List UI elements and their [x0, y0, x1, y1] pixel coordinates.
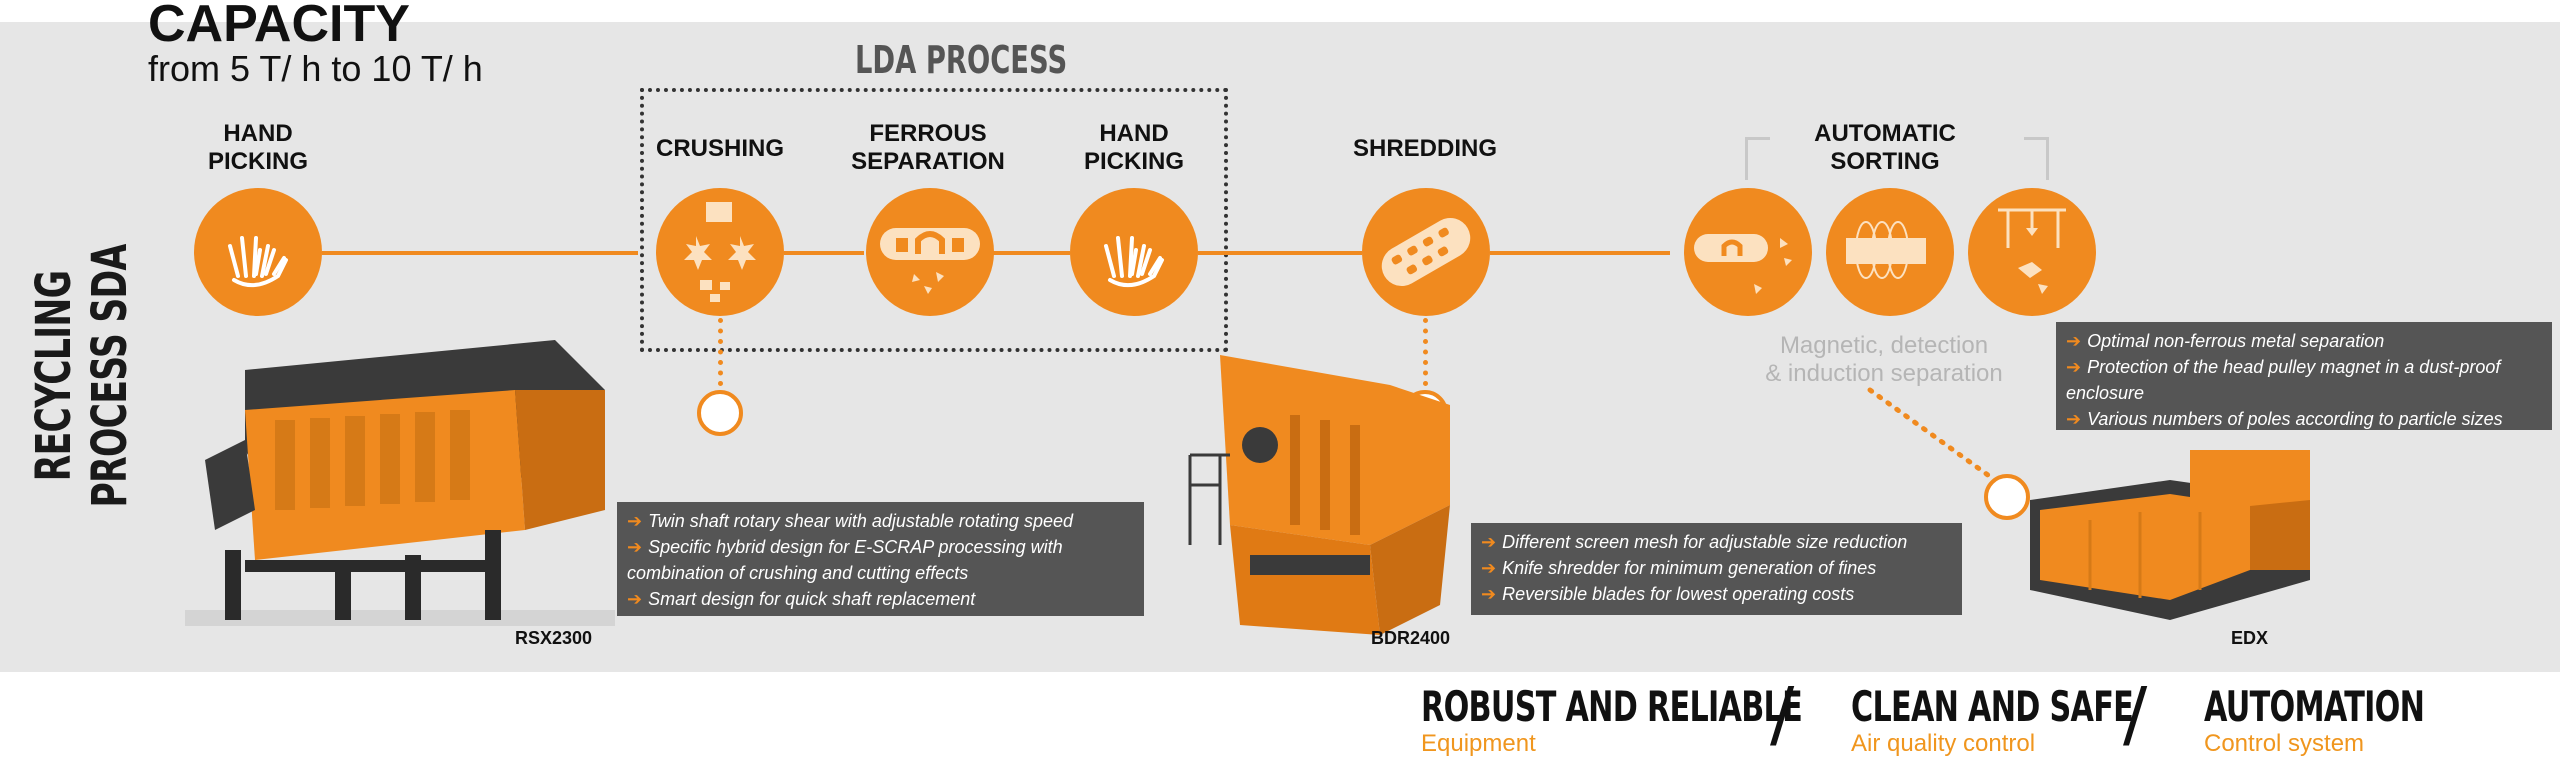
step-circle-hand-picking-2 [1070, 188, 1198, 316]
tagline-subtitle-control: Control system [2204, 730, 2365, 757]
pointer-dots-crushing [718, 318, 723, 386]
detection-icon [1846, 221, 1926, 279]
arrow-icon: ➔ [1481, 584, 1497, 604]
step-circle-sorting-magnetic [1684, 188, 1812, 316]
step-circle-sorting-induction [1968, 188, 2096, 316]
pointer-circle-rsx [697, 390, 743, 436]
arrow-icon: ➔ [627, 537, 643, 557]
induction-icon [1998, 208, 2066, 294]
step-label-ferrous-separation: FERROUS SEPARATION [851, 120, 1005, 175]
feature-item: ➔Smart design for quick shaft replacemen… [627, 589, 976, 609]
shredder-icon [1381, 218, 1471, 286]
feature-item: ➔Various numbers of poles according to p… [2066, 409, 2503, 429]
tagline-title-automation: AUTOMATION [2204, 682, 2425, 731]
tagline-title-clean: CLEAN AND SAFE [1851, 682, 2134, 731]
rsx2300-feature-box: ➔Twin shaft rotary shear with adjustable… [617, 502, 1144, 616]
step-label-hand-picking: HAND PICKING [207, 120, 308, 175]
connector-line [1198, 251, 1362, 255]
edx-machine-image [2030, 450, 2310, 620]
rsx2300-machine-image [185, 340, 615, 626]
tagline-separator: / [1770, 672, 1795, 756]
connector-line [784, 251, 864, 255]
bdr2400-feature-box: ➔Different screen mesh for adjustable si… [1471, 523, 1962, 615]
sorting-bracket-left [1745, 137, 1770, 180]
step-circle-hand-picking [194, 188, 322, 316]
lda-process-box [640, 88, 1228, 352]
magnet-icon [880, 228, 980, 294]
connector-line [1490, 251, 1670, 255]
arrow-icon: ➔ [2066, 331, 2082, 351]
magnet-pulley-icon [1694, 234, 1792, 294]
feature-item: ➔Twin shaft rotary shear with adjustable… [627, 511, 1073, 531]
feature-item: ➔Reversible blades for lowest operating … [1481, 584, 1855, 604]
step-label-shredding: SHREDDING [1352, 135, 1497, 162]
pointer-dots-sorting [1867, 387, 1995, 481]
arrow-icon: ➔ [627, 511, 643, 531]
arrow-icon: ➔ [1481, 532, 1497, 552]
feature-item: ➔Knife shredder for minimum generation o… [1481, 558, 1877, 578]
machine-label-edx: EDX [2231, 628, 2269, 648]
capacity-subtitle: from 5 T/ h to 10 T/ h [148, 48, 483, 89]
lda-process-title: LDA PROCESS [855, 38, 1068, 82]
tagline-title-robust: ROBUST AND RELIABLE [1421, 682, 1803, 731]
machine-label-bdr2400: BDR2400 [1371, 628, 1451, 648]
feature-item: ➔Optimal non-ferrous metal separation [2066, 331, 2385, 351]
capacity-title: CAPACITY [148, 0, 410, 53]
arrow-icon: ➔ [2066, 357, 2082, 377]
arrow-icon: ➔ [1481, 558, 1497, 578]
connector-line [992, 251, 1070, 255]
feature-item: ➔Specific hybrid design for E-SCRAP proc… [627, 537, 1063, 583]
arrow-icon: ➔ [627, 589, 643, 609]
arrow-icon: ➔ [2066, 409, 2082, 429]
connector-line [322, 251, 638, 255]
machine-label-rsx2300: RSX2300 [515, 628, 593, 648]
tagline-separator: / [2123, 672, 2148, 756]
step-label-automatic-sorting: AUTOMATIC SORTING [1814, 120, 1956, 175]
sorting-bracket-right [2024, 137, 2049, 180]
step-circle-shredding [1362, 188, 1490, 316]
separation-text: Magnetic, detection & induction separati… [1765, 332, 2003, 387]
hand-icon [1104, 236, 1164, 288]
step-circle-sorting-detection [1826, 188, 1954, 316]
step-label-crushing: CRUSHING [655, 135, 784, 162]
pointer-circle-edx [1984, 474, 2030, 520]
tagline-subtitle-air-quality: Air quality control [1851, 730, 2036, 757]
crushing-icon [684, 202, 756, 302]
pointer-dots-shredding [1423, 318, 1428, 386]
hand-icon [228, 236, 288, 288]
edx-feature-box: ➔Optimal non-ferrous metal separation ➔P… [2056, 322, 2552, 430]
step-label-hand-picking-2: HAND PICKING [1083, 120, 1184, 175]
step-circle-crushing [656, 188, 784, 316]
feature-item: ➔Different screen mesh for adjustable si… [1481, 532, 1908, 552]
side-title: RECYCLING PROCESS SDA [26, 244, 138, 508]
tagline-subtitle-equipment: Equipment [1421, 730, 1536, 757]
bdr2400-machine-image [1188, 355, 1450, 635]
feature-item: ➔Protection of the head pulley magnet in… [2066, 357, 2501, 403]
step-circle-ferrous-separation [866, 188, 994, 316]
